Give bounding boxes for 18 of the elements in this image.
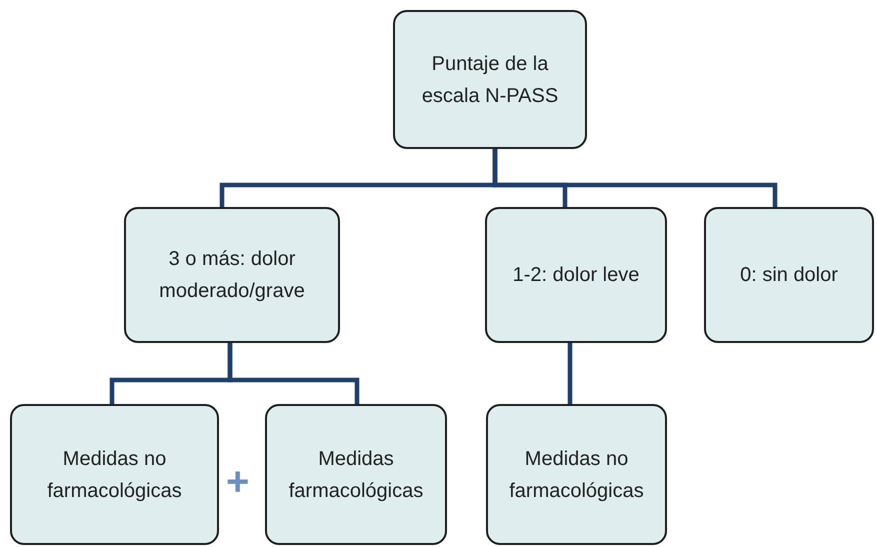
process-box (485, 207, 667, 343)
process-box (265, 404, 447, 545)
node-text: Medidas no farmacológicas (508, 446, 645, 504)
plus-sign: + (226, 462, 250, 502)
connector-line (568, 343, 572, 404)
connector-line (228, 343, 360, 404)
node-text: Medidas no farmacológicas (46, 446, 183, 504)
node-text: 0: sin dolor (740, 263, 838, 288)
node-text: Medidas farmacológicas (288, 446, 424, 504)
node-text: Puntaje de la escala N-PASS (420, 52, 560, 108)
connector-line (492, 149, 778, 207)
process-box (704, 207, 874, 343)
node-text: 3 o más: dolor moderado/grave (158, 247, 306, 304)
process-box (124, 207, 340, 343)
process-box (486, 404, 667, 545)
process-box (10, 404, 219, 545)
node-text: 1-2: dolor leve (512, 263, 640, 288)
process-box (393, 10, 587, 149)
